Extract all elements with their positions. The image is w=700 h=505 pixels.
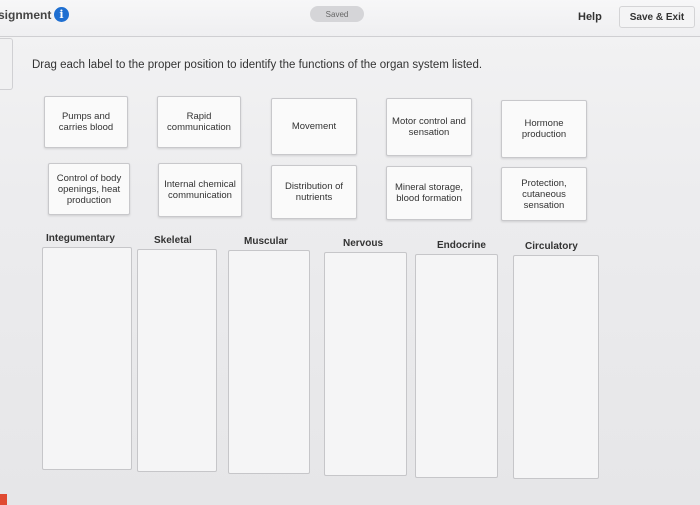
draggable-label[interactable]: Hormone production <box>501 100 587 158</box>
assignment-title: signment <box>0 8 52 22</box>
draggable-label[interactable]: Rapid communication <box>157 96 241 148</box>
drop-zone-endocrine[interactable] <box>415 254 498 478</box>
drop-zone-muscular[interactable] <box>228 250 310 474</box>
draggable-label[interactable]: Control of body openings, heat productio… <box>48 163 130 215</box>
saved-status-badge: Saved <box>310 6 364 22</box>
column-heading-muscular: Muscular <box>244 236 288 247</box>
column-heading-nervous: Nervous <box>343 238 384 249</box>
column-heading-integumentary: Integumentary <box>46 233 115 244</box>
column-heading-endocrine: Endocrine <box>437 240 486 251</box>
save-exit-button[interactable]: Save & Exit <box>619 6 695 28</box>
draggable-label[interactable]: Pumps and carries blood <box>44 96 128 148</box>
drop-zone-circulatory[interactable] <box>513 255 599 479</box>
top-bar: signment i Saved Help Save & Exit <box>0 0 700 37</box>
drop-zone-skeletal[interactable] <box>137 249 217 472</box>
draggable-label[interactable]: Motor control and sensation <box>386 98 472 156</box>
side-panel-toggle[interactable] <box>0 38 13 90</box>
help-button[interactable]: Help <box>578 11 602 23</box>
feedback-tab[interactable] <box>0 494 7 505</box>
column-heading-skeletal: Skeletal <box>154 235 192 246</box>
instruction-text: Drag each label to the proper position t… <box>32 59 483 71</box>
draggable-label[interactable]: Movement <box>271 98 357 155</box>
drop-zone-integumentary[interactable] <box>42 247 132 470</box>
column-heading-circulatory: Circulatory <box>525 241 578 252</box>
info-icon[interactable]: i <box>54 7 69 22</box>
draggable-label[interactable]: Distribution of nutrients <box>271 165 357 219</box>
draggable-label[interactable]: Protection, cutaneous sensation <box>501 167 587 221</box>
draggable-label[interactable]: Mineral storage, blood formation <box>386 166 472 220</box>
draggable-label[interactable]: Internal chemical communication <box>158 163 242 217</box>
drop-zone-nervous[interactable] <box>324 252 407 476</box>
